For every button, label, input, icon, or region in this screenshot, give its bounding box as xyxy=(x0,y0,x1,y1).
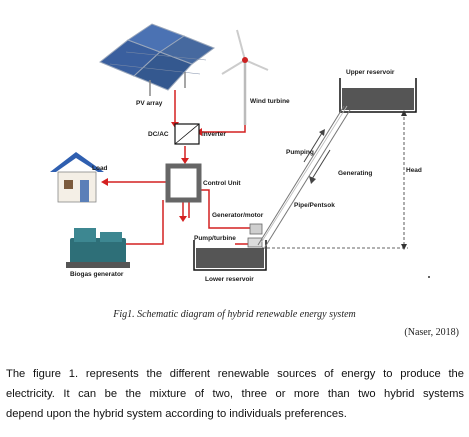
head-arrow-top xyxy=(401,110,407,116)
dc-ac-label: DC/AC xyxy=(148,131,169,138)
generating-arrow xyxy=(309,149,331,184)
upper-reservoir-label: Upper reservoir xyxy=(346,69,395,76)
diagram-canvas xyxy=(50,23,430,278)
head-arrow-bottom xyxy=(401,244,407,250)
biogas-generator-icon xyxy=(66,228,130,268)
control-unit-box xyxy=(165,163,202,203)
load-label: Load xyxy=(92,165,108,172)
figure-caption: Fig1. Schematic diagram of hybrid renewa… xyxy=(113,309,356,320)
lower-reservoir xyxy=(193,240,267,271)
pump-turbine-label: Pump/turbine xyxy=(194,235,236,242)
hybrid-energy-diagram: PV array Wind turbine DC/AC inverter Loa… xyxy=(50,23,430,283)
paragraph-line: The figure 1. represents the different r… xyxy=(6,368,464,380)
head-label: Head xyxy=(406,167,422,174)
wind-turbine-label: Wind turbine xyxy=(250,98,290,105)
lower-reservoir-label: Lower reservoir xyxy=(205,276,254,283)
head-dimension xyxy=(262,112,408,249)
generator-motor-label: Generator/motor xyxy=(212,212,264,219)
pump-turbine-box xyxy=(247,237,263,248)
body-paragraph: The figure 1. represents the different r… xyxy=(6,364,464,424)
paragraph-line: depend upon the hybrid system according … xyxy=(6,408,347,420)
house-icon xyxy=(50,152,104,203)
dot-marker xyxy=(428,276,430,278)
biogas-generator-label: Biogas generator xyxy=(70,271,124,278)
pv-array-label: PV array xyxy=(136,100,163,107)
flow-lines xyxy=(104,90,250,245)
penstock-pipe xyxy=(257,105,351,248)
figure-citation: (Naser, 2018) xyxy=(404,327,459,338)
pumping-label: Pumping xyxy=(286,149,314,156)
generator-motor-box xyxy=(249,223,263,235)
pipe-penstock-label: Pipe/Pentsok xyxy=(294,202,335,209)
control-unit-label: Control Unit xyxy=(203,180,241,187)
generating-label: Generating xyxy=(338,170,373,177)
wind-turbine-icon xyxy=(221,29,269,125)
pumping-arrow xyxy=(303,129,325,163)
pv-array-icon xyxy=(99,23,216,96)
paragraph-line: electricity. It can be the mixture of tw… xyxy=(6,388,464,400)
upper-reservoir xyxy=(339,78,417,113)
inverter-label: inverter xyxy=(202,131,226,138)
